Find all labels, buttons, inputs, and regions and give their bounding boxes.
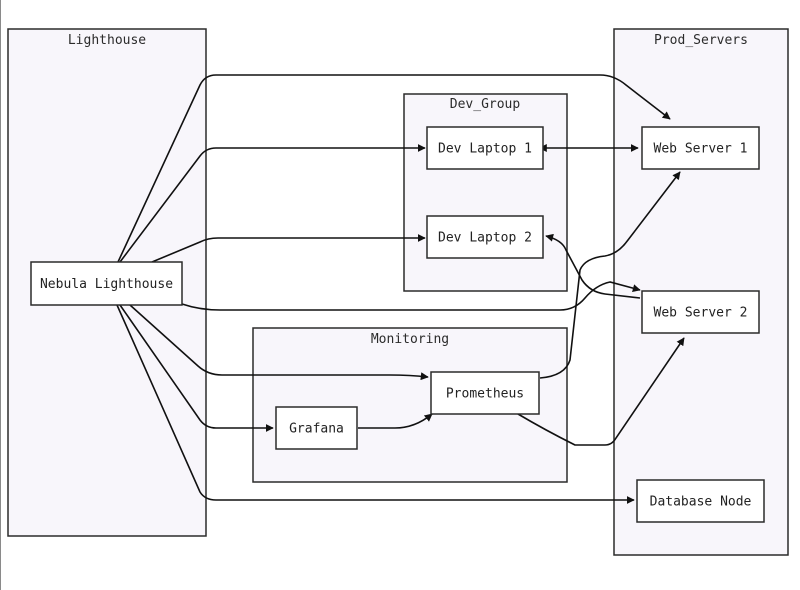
- node-nebula-lighthouse-label: Nebula Lighthouse: [40, 277, 173, 292]
- edge-lighthouse-web-server-1: [117, 74, 671, 263]
- edge-lighthouse-prometheus: [129, 304, 429, 381]
- node-web-server-1[interactable]: Web Server 1: [641, 126, 760, 170]
- edge-lighthouse-dev-laptop-2: [151, 234, 426, 263]
- node-web-server-2[interactable]: Web Server 2: [641, 290, 760, 334]
- edges: [116, 74, 685, 504]
- cluster-lighthouse-label: Lighthouse: [68, 33, 146, 48]
- node-database-node-label: Database Node: [650, 495, 752, 510]
- edge-lighthouse-database-node: [116, 304, 635, 504]
- node-web-server-1-label: Web Server 1: [654, 142, 748, 157]
- edge-web-server-2-dev-laptop-2: [545, 233, 641, 299]
- edge-prometheus-web-server-1: [539, 171, 681, 379]
- window-left-border: [0, 0, 1, 590]
- node-database-node[interactable]: Database Node: [636, 479, 765, 523]
- node-web-server-2-label: Web Server 2: [654, 306, 748, 321]
- cluster-monitoring-label: Monitoring: [371, 332, 449, 347]
- cluster-dev-group: Dev_Group: [403, 93, 568, 292]
- cluster-prod-servers-label: Prod_Servers: [654, 33, 748, 48]
- node-grafana-label: Grafana: [289, 422, 344, 437]
- node-grafana[interactable]: Grafana: [275, 406, 358, 450]
- edge-prometheus-web-server-2: [517, 337, 685, 446]
- node-dev-laptop-2-label: Dev Laptop 2: [438, 231, 532, 246]
- edge-lighthouse-grafana: [119, 304, 274, 432]
- node-prometheus-label: Prometheus: [446, 387, 524, 402]
- edge-lighthouse-dev-laptop-1: [119, 144, 426, 263]
- node-prometheus[interactable]: Prometheus: [430, 371, 540, 415]
- node-dev-laptop-2[interactable]: Dev Laptop 2: [426, 215, 544, 259]
- edge-lighthouse-web-server-2: [181, 281, 641, 311]
- node-dev-laptop-1[interactable]: Dev Laptop 1: [426, 126, 544, 170]
- node-dev-laptop-1-label: Dev Laptop 1: [438, 142, 532, 157]
- node-nebula-lighthouse[interactable]: Nebula Lighthouse: [30, 261, 183, 306]
- edge-grafana-prometheus: [358, 413, 433, 429]
- cluster-dev-group-label: Dev_Group: [450, 97, 521, 112]
